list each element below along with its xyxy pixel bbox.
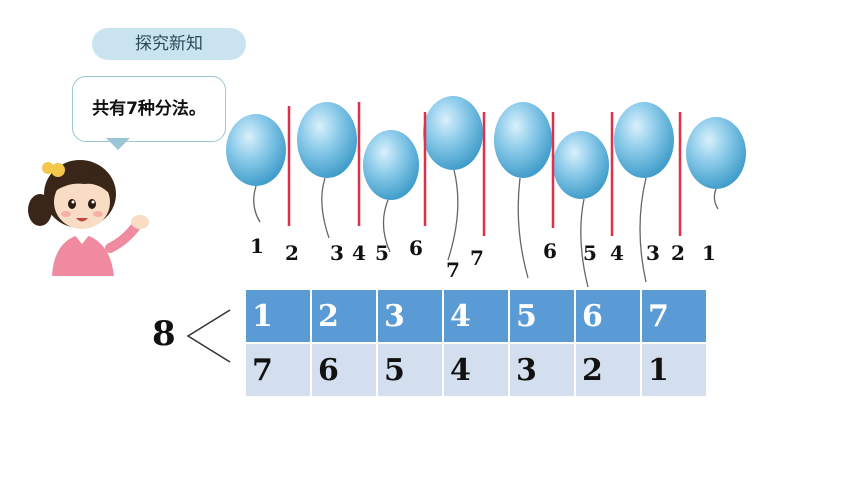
balloon: [363, 130, 419, 253]
count-label-right: 6: [543, 239, 557, 263]
count-label-left: 4: [352, 241, 366, 265]
count-label-left: 5: [375, 241, 389, 265]
table-cell: 5: [508, 288, 576, 344]
table-cell: 1: [244, 288, 312, 344]
section-tag: 探究新知: [92, 28, 246, 60]
balloon: [226, 114, 286, 223]
table-cell: 2: [574, 342, 642, 398]
count-label-left: 7: [446, 258, 460, 282]
balloon: [553, 131, 609, 288]
count-label-left: 1: [250, 234, 264, 258]
total-number: 8: [152, 314, 176, 354]
count-label-right: 4: [610, 241, 624, 265]
table-row-bottom: 7 6 5 4 3 2 1: [244, 342, 708, 398]
balloon: [423, 96, 483, 261]
decomposition-table: 1 2 3 4 5 6 7 7 6 5 4 3 2 1: [244, 288, 708, 398]
speech-bubble-tail: [106, 138, 130, 150]
count-label-right: 3: [646, 241, 660, 265]
balloon: [494, 102, 552, 279]
count-label-right: 5: [583, 241, 597, 265]
count-label-left: 2: [285, 241, 299, 265]
count-label-left: 6: [409, 236, 423, 260]
table-cell: 7: [244, 342, 312, 398]
balloons-row: [226, 96, 746, 288]
speech-bubble: 共有7种分法。: [72, 76, 226, 142]
table-cell: 3: [376, 288, 444, 344]
table-cell: 5: [376, 342, 444, 398]
count-label-right: 7: [470, 246, 484, 270]
table-cell: 4: [442, 342, 510, 398]
table-cell: 4: [442, 288, 510, 344]
table-row-top: 1 2 3 4 5 6 7: [244, 288, 708, 344]
count-label-right: 2: [671, 241, 685, 265]
table-cell: 3: [508, 342, 576, 398]
table-cell: 6: [574, 288, 642, 344]
girl-illustration: [28, 160, 149, 276]
balloon: [297, 102, 357, 239]
balloon: [614, 102, 674, 283]
count-label-right: 1: [702, 241, 716, 265]
table-cell: 2: [310, 288, 378, 344]
table-cell: 1: [640, 342, 708, 398]
split-brace: [186, 309, 231, 363]
table-cell: 7: [640, 288, 708, 344]
balloon: [686, 117, 746, 210]
table-cell: 6: [310, 342, 378, 398]
count-label-left: 3: [330, 241, 344, 265]
